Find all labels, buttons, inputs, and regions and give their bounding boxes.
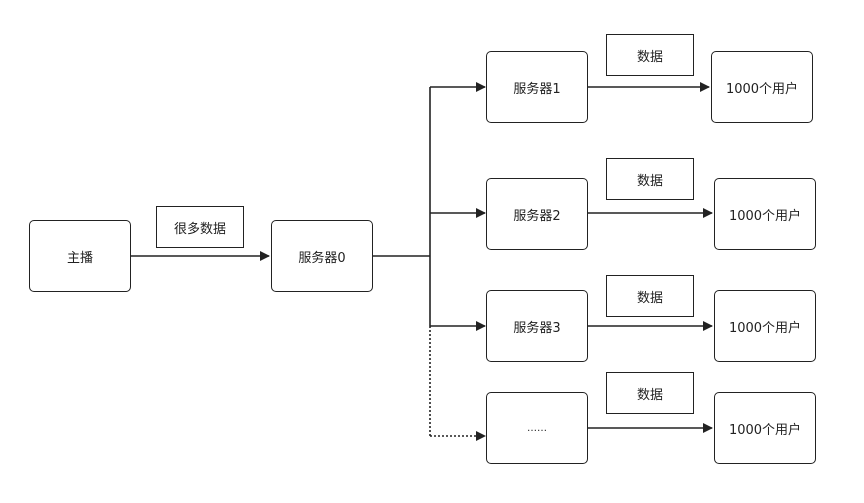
server2-node-label: 服务器2: [513, 208, 561, 224]
edge-label-many-data: 很多数据: [156, 206, 244, 248]
users3-node-label: 1000个用户: [728, 320, 802, 336]
anchor-node: 主播: [29, 220, 131, 292]
edge-label-data-3: 数据: [606, 275, 694, 317]
edge-label-data-1: 数据: [606, 34, 694, 76]
server-more-node: ……: [486, 392, 588, 464]
users3-node: 1000个用户: [714, 290, 816, 362]
server1-node-label: 服务器1: [513, 81, 561, 97]
server0-node-label: 服务器0: [298, 250, 346, 266]
edge-label-data-3-text: 数据: [636, 290, 663, 306]
edge-label-data-2-text: 数据: [636, 173, 663, 189]
server3-node-label: 服务器3: [513, 320, 561, 336]
users4-node: 1000个用户: [714, 392, 816, 464]
edge-label-data-4: 数据: [606, 372, 694, 414]
anchor-node-label: 主播: [66, 250, 93, 266]
edge-label-data-4-text: 数据: [636, 387, 663, 403]
users2-node: 1000个用户: [714, 178, 816, 250]
users1-node: 1000个用户: [711, 51, 813, 123]
server0-node: 服务器0: [271, 220, 373, 292]
edge-label-data-1-text: 数据: [636, 49, 663, 65]
edge-label-data-2: 数据: [606, 158, 694, 200]
server2-node: 服务器2: [486, 178, 588, 250]
server-more-node-label: ……: [527, 422, 547, 434]
users2-node-label: 1000个用户: [728, 208, 802, 224]
edge-label-many-data-text: 很多数据: [173, 221, 226, 237]
users4-node-label: 1000个用户: [728, 422, 802, 438]
users1-node-label: 1000个用户: [725, 81, 799, 97]
server1-node: 服务器1: [486, 51, 588, 123]
server3-node: 服务器3: [486, 290, 588, 362]
